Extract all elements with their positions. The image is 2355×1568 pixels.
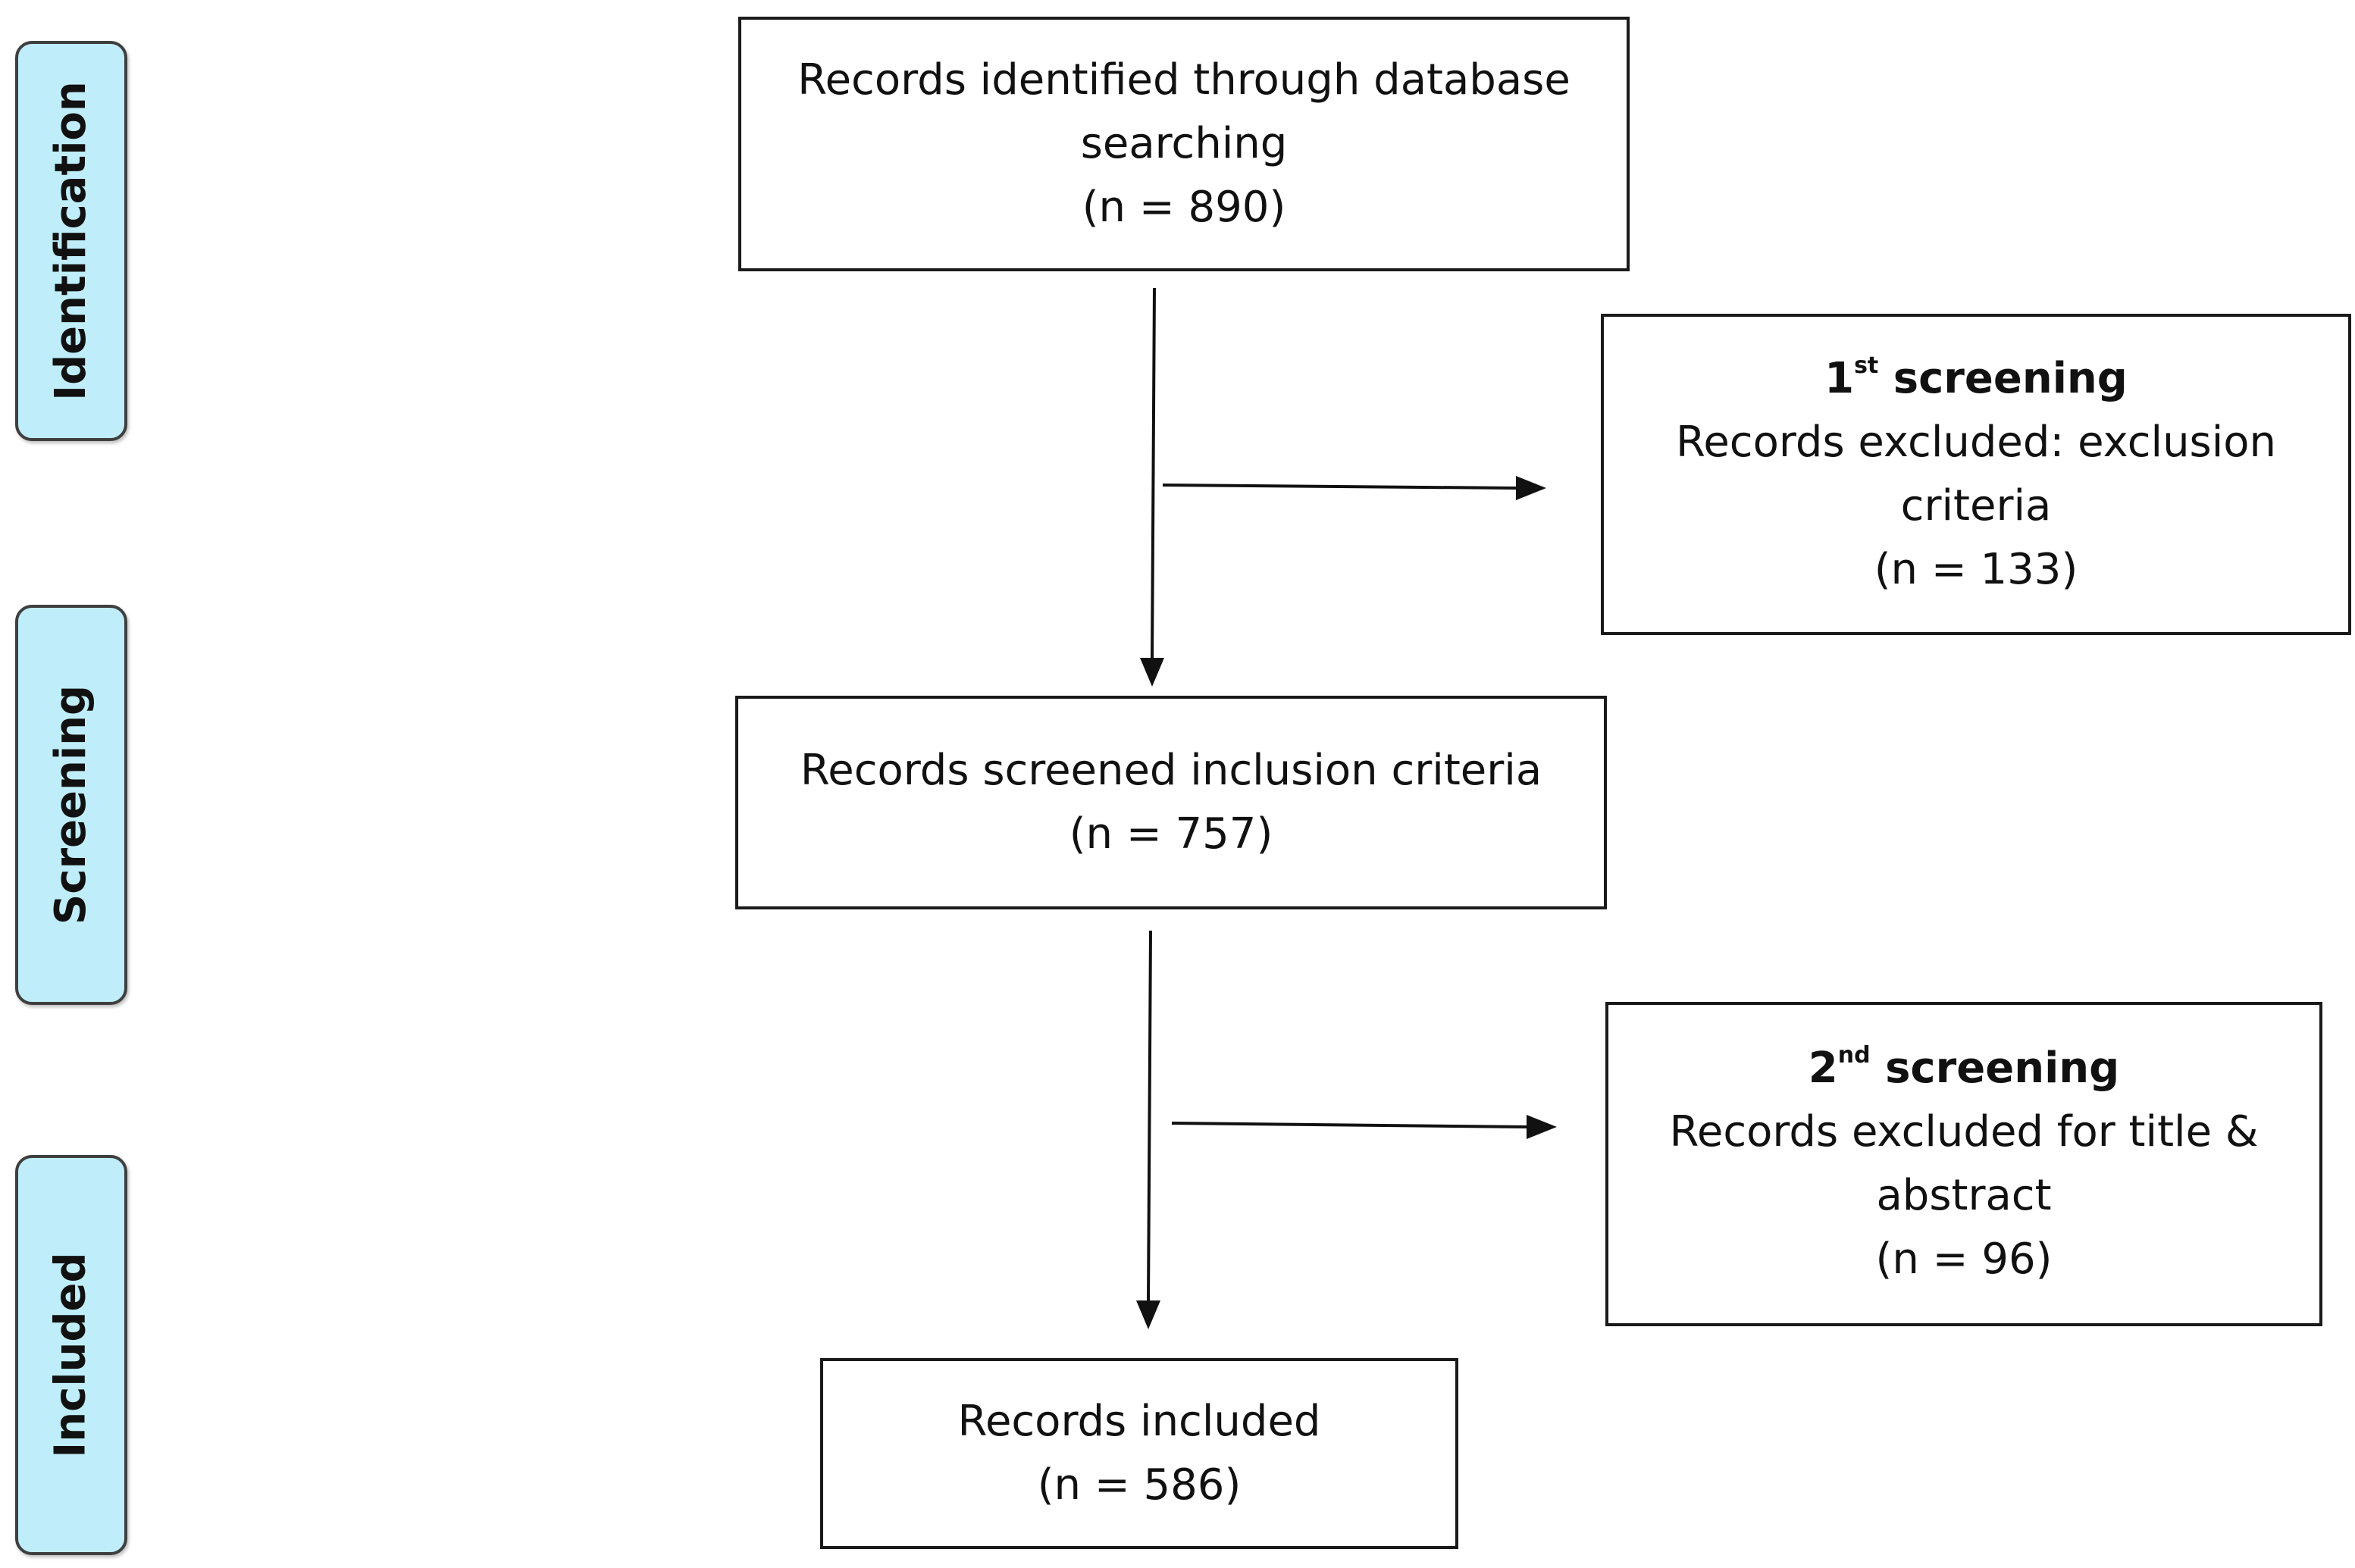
first-screening-text: screening [1878,354,2128,403]
second-screening-heading: 2nd screening [1809,1037,2119,1100]
arrowhead-identified-to-screened [1140,658,1164,687]
excluded-1-line-2: criteria [1900,481,2052,530]
arrowhead-to-excluded-2 [1527,1115,1557,1139]
screened-line-1: Records screened inclusion criteria [800,746,1542,795]
stage-included: Included [15,1155,127,1555]
arrowhead-to-excluded-1 [1516,476,1546,500]
identified-line-2: searching [1080,119,1288,168]
box-records-screened: Records screened inclusion criteria (n =… [735,696,1607,909]
arrow-to-excluded-2 [1171,1122,1527,1128]
excluded-2-line-1: Records excluded for title & [1669,1107,2259,1156]
arrow-screened-to-included [1147,930,1152,1301]
box-records-included: Records included (n = 586) [820,1358,1458,1549]
arrow-to-excluded-1 [1162,484,1517,490]
first-screening-sup: st [1854,352,1879,379]
first-screening-num: 1 [1824,354,1855,403]
excluded-2-count: (n = 96) [1875,1235,2053,1284]
arrowhead-screened-to-included [1136,1300,1160,1329]
box-excluded-first-screening: 1st screening Records excluded: exclusio… [1601,314,2351,635]
identified-count: (n = 890) [1082,183,1286,232]
stage-screening: Screening [15,605,127,1005]
identified-line-1: Records identified through database [797,55,1571,105]
first-screening-heading: 1st screening [1824,347,2128,411]
excluded-1-count: (n = 133) [1874,545,2078,594]
included-count: (n = 586) [1037,1460,1242,1510]
stage-identification: Identification [15,41,127,441]
box-records-identified: Records identified through database sear… [738,17,1630,271]
second-screening-num: 2 [1808,1044,1838,1093]
excluded-2-line-2: abstract [1876,1171,2052,1220]
screened-count: (n = 757) [1069,809,1273,859]
second-screening-sup: nd [1837,1042,1871,1069]
second-screening-text: screening [1870,1044,2120,1093]
excluded-1-line-1: Records excluded: exclusion [1675,418,2277,467]
arrow-identified-to-screened [1151,287,1156,659]
included-line-1: Records included [957,1397,1321,1446]
box-excluded-second-screening: 2nd screening Records excluded for title… [1605,1002,2322,1326]
